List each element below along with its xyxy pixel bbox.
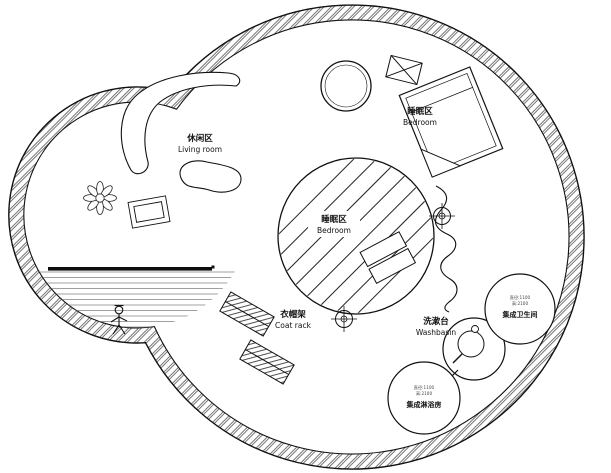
coat-rack-shelf	[219, 291, 275, 337]
light-fixture-icon	[331, 306, 357, 332]
sink-bowl-icon	[457, 330, 485, 358]
bathroom-pod-spec2: 高:2100	[512, 300, 529, 307]
coat-rack-shelf	[239, 339, 295, 385]
faucet-icon	[471, 325, 479, 333]
terrace-figure-icon	[110, 304, 128, 335]
shower-pod-name: 集成淋浴房	[406, 400, 442, 409]
curved-sofa	[120, 71, 241, 175]
coat-rack-label-zh: 衣帽架	[280, 309, 306, 320]
bathroom-pod	[484, 273, 556, 345]
coat-rack-label-en: Coat rack	[275, 321, 312, 330]
living-zone-label-zh: 休闲区	[186, 133, 213, 144]
shower-pod-spec2: 高:2100	[416, 390, 433, 397]
round-table	[320, 60, 372, 112]
bedroom-upper-label-zh: 睡眠区	[407, 106, 433, 117]
living-zone-label-en: Living room	[178, 145, 222, 154]
skylight-marker	[385, 54, 423, 86]
curtain-wave	[434, 185, 458, 313]
plant-icon	[83, 181, 117, 215]
washbasin-label-zh: 洗漱台	[423, 316, 449, 327]
wall-column-marker	[211, 265, 215, 269]
bathroom-pod-name: 集成卫生间	[502, 310, 538, 319]
bed-center-pillows	[359, 231, 417, 285]
light-fixture-icon	[429, 203, 455, 229]
rug	[127, 195, 171, 229]
washbasin-counter	[442, 317, 506, 381]
washbasin-label-en: Washbasin	[416, 328, 457, 337]
label-halo	[308, 211, 360, 237]
bedroom-center-label-zh: 睡眠区	[321, 214, 347, 225]
shower-pod	[387, 361, 461, 435]
shower-pod-spec1: 直径:1100	[414, 384, 435, 390]
bed-upper	[398, 66, 504, 178]
coffee-table	[179, 160, 242, 193]
bedroom-center-label-en: Bedroom	[317, 226, 351, 235]
bedroom-upper-label-en: Bedroom	[403, 118, 437, 127]
terrace-wall	[48, 267, 212, 271]
bathroom-pod-spec1: 直径:1100	[510, 294, 531, 300]
